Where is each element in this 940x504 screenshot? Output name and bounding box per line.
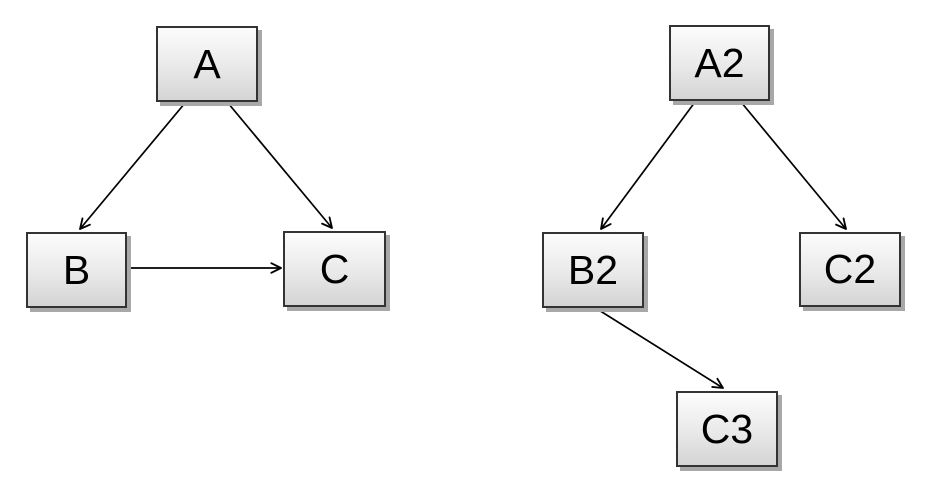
node-label: A2 bbox=[694, 39, 745, 86]
node-label: C3 bbox=[700, 405, 754, 452]
node-B2[interactable]: B2 bbox=[542, 232, 644, 308]
node-C3[interactable]: C3 bbox=[676, 391, 778, 467]
node-label: C bbox=[319, 245, 350, 292]
edge-A-B[interactable] bbox=[79, 102, 186, 230]
edge-A2-B2[interactable] bbox=[600, 101, 696, 230]
edge-A-C[interactable] bbox=[227, 102, 333, 229]
edge-A2-C2[interactable] bbox=[740, 101, 847, 230]
node-C2[interactable]: C2 bbox=[799, 232, 901, 307]
node-B[interactable]: B bbox=[26, 232, 127, 308]
node-C[interactable]: C bbox=[283, 231, 386, 307]
node-label: A bbox=[193, 40, 221, 87]
node-label: C2 bbox=[823, 246, 877, 292]
node-A[interactable]: A bbox=[156, 26, 258, 102]
node-A2[interactable]: A2 bbox=[669, 25, 770, 101]
edge-B2-C3[interactable] bbox=[593, 306, 724, 389]
node-label: B2 bbox=[567, 246, 619, 293]
node-label: B bbox=[62, 246, 91, 293]
